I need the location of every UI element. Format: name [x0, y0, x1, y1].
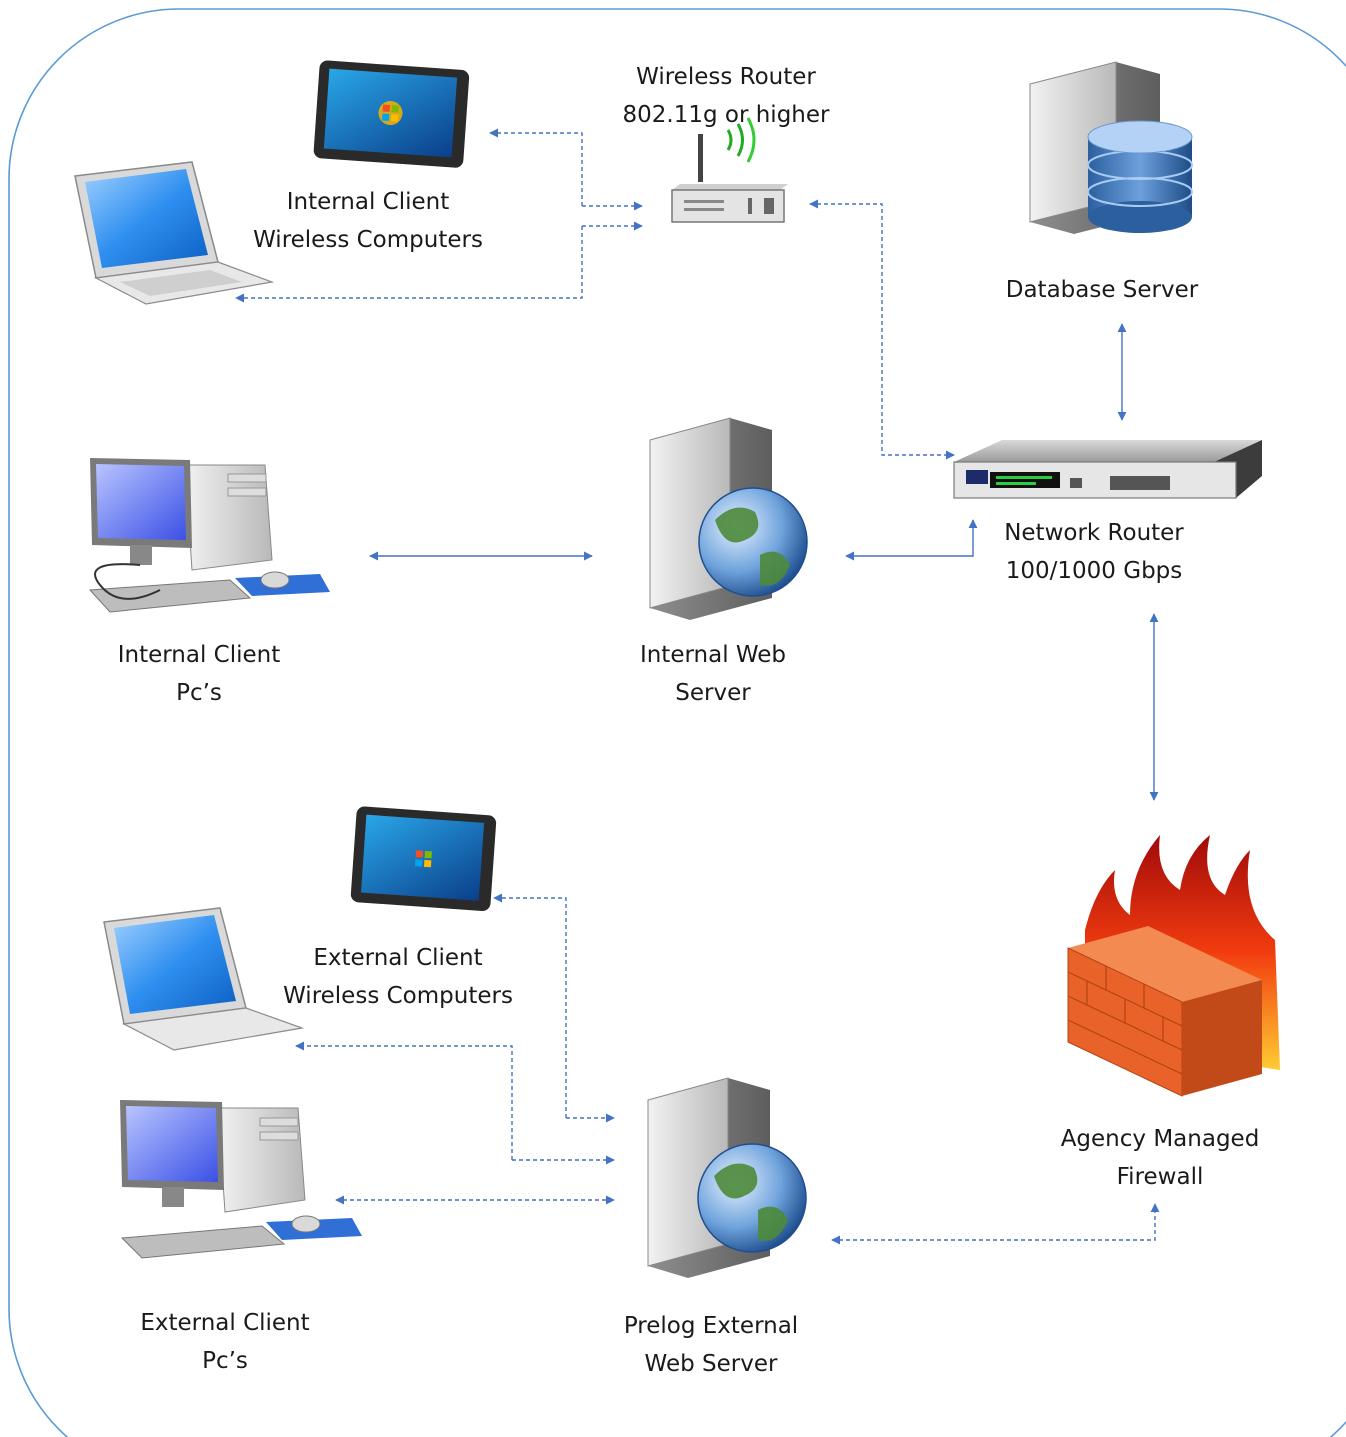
- wifi-router-icon: [671, 117, 788, 223]
- desktop-pc-icon: [120, 1100, 362, 1259]
- database-server-line1: Database Server: [1005, 277, 1199, 303]
- label-firewall: Agency Managed Firewall: [1040, 1120, 1280, 1196]
- connector-prelog-laptop: [295, 1041, 513, 1160]
- label-internal-web: Internal Web Server: [598, 636, 828, 712]
- database-server-icon: [1029, 61, 1193, 234]
- external-pcs-line2: Pc’s: [202, 1348, 248, 1374]
- connector-router-laptop: [235, 226, 583, 303]
- firewall-line1: Agency Managed: [1060, 1126, 1260, 1152]
- firewall-icon: [1067, 835, 1280, 1097]
- tablet-icon: [313, 60, 470, 168]
- internal-wireless-line1: Internal Client: [286, 189, 450, 215]
- external-pcs-line1: External Client: [140, 1310, 310, 1336]
- connector-wifi-network: [809, 199, 955, 460]
- connector-firewall-prelog: [831, 1203, 1160, 1245]
- label-wireless-router: Wireless Router 802.11g or higher: [596, 58, 856, 134]
- internal-pcs-line1: Internal Client: [117, 642, 281, 668]
- laptop-icon: [74, 161, 275, 305]
- label-network-router: Network Router 100/1000 Gbps: [974, 514, 1214, 590]
- external-wireless-line2: Wireless Computers: [283, 983, 513, 1009]
- internal-web-line2: Server: [675, 680, 751, 706]
- connector-router-tablet: [489, 128, 583, 206]
- prelog-web-line1: Prelog External: [623, 1313, 799, 1339]
- wireless-router-line1: Wireless Router: [636, 64, 816, 90]
- internal-pcs-line2: Pc’s: [176, 680, 222, 706]
- label-database-server: Database Server: [980, 271, 1224, 309]
- internal-wireless-line2: Wireless Computers: [253, 227, 483, 253]
- network-router-line2: 100/1000 Gbps: [1005, 558, 1183, 584]
- firewall-line2: Firewall: [1116, 1164, 1204, 1190]
- label-external-pcs: External Client Pc’s: [110, 1304, 340, 1380]
- desktop-pc-icon: [88, 458, 330, 613]
- connectors: [235, 128, 1160, 1245]
- external-wireless-line1: External Client: [313, 945, 483, 971]
- label-prelog-web: Prelog External Web Server: [591, 1307, 831, 1383]
- label-internal-pcs: Internal Client Pc’s: [84, 636, 314, 712]
- network-switch-icon: [953, 440, 1262, 499]
- internal-web-line1: Internal Web: [639, 642, 787, 668]
- tablet-icon: [350, 806, 497, 911]
- diagram-frame: [8, 8, 1346, 1437]
- connector-webserver-network: [845, 519, 978, 561]
- web-server-icon: [649, 417, 808, 620]
- label-internal-wireless: Internal Client Wireless Computers: [230, 183, 506, 259]
- web-server-icon: [647, 1077, 807, 1278]
- connector-prelog-tablet: [493, 893, 567, 1118]
- label-external-wireless: External Client Wireless Computers: [260, 939, 536, 1015]
- prelog-web-line2: Web Server: [644, 1351, 778, 1377]
- wireless-router-line2: 802.11g or higher: [622, 102, 830, 128]
- laptop-icon: [103, 907, 305, 1051]
- network-router-line1: Network Router: [1004, 520, 1184, 546]
